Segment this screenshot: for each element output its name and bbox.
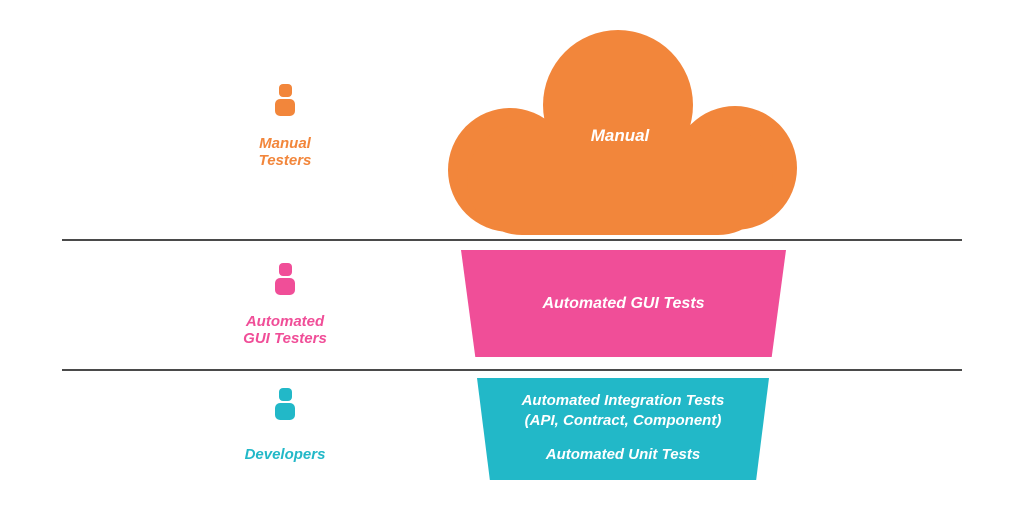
unit-tests-label: Automated Unit Tests (545, 446, 701, 463)
person-head (278, 263, 292, 276)
integration-tests-sublabel: (API, Contract, Component) (524, 412, 722, 429)
automated-gui-tests-shape: Automated GUI Tests (461, 250, 786, 357)
person-head (278, 388, 292, 401)
manual-testers-label: Manual Testers (258, 135, 312, 170)
person-body (275, 278, 295, 295)
developers-icon (272, 388, 298, 420)
manual-testers-icon (272, 84, 298, 116)
manual-cloud-label: Manual (590, 126, 650, 145)
divider-line-bottom (62, 369, 962, 371)
person-body (275, 99, 295, 116)
divider-line-top (62, 239, 962, 241)
gui-testers-icon (272, 263, 298, 295)
developer-tests-shape: Automated Integration Tests (API, Contra… (477, 378, 769, 480)
person-body (275, 403, 295, 420)
integration-tests-label: Automated Integration Tests (521, 392, 725, 409)
automated-gui-tests-label: Automated GUI Tests (542, 294, 705, 312)
person-head (278, 84, 292, 97)
developers-label: Developers (244, 446, 326, 463)
cloud-shape (448, 30, 797, 235)
gui-testers-label: Automated GUI Testers (243, 313, 327, 348)
manual-cloud: Manual (437, 30, 803, 236)
